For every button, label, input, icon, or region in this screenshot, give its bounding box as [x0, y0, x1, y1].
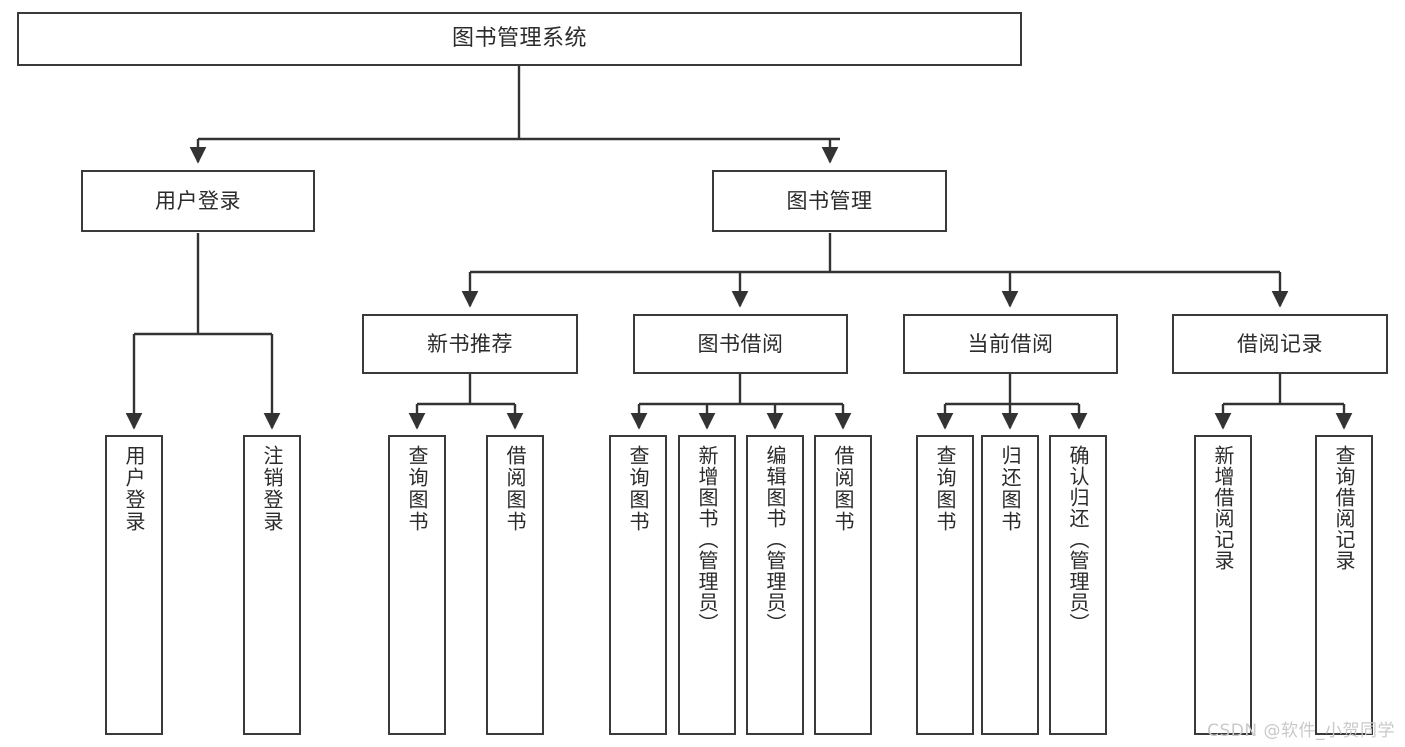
node-label: 查询借阅记录: [1332, 445, 1356, 571]
csdn-watermark: CSDN @软件_小贺同学: [1207, 721, 1395, 741]
node-label: 借阅记录: [1237, 331, 1323, 356]
node-label: 借阅图书: [503, 445, 527, 533]
node-label: 图书管理: [786, 188, 873, 213]
node-book-management[interactable]: 图书管理: [712, 170, 947, 232]
leaf-return-book[interactable]: 归还图书: [981, 435, 1039, 735]
leaf-confirm-return-admin[interactable]: 确认归还（管理员）: [1049, 435, 1107, 735]
leaf-borrow-book-new[interactable]: 借阅图书: [486, 435, 544, 735]
node-label: 注销登录: [260, 445, 284, 533]
node-label: 图书管理系统: [451, 26, 587, 52]
leaf-query-book-current[interactable]: 查询图书: [916, 435, 974, 735]
leaf-user-login[interactable]: 用户登录: [105, 435, 163, 735]
node-label: 用户登录: [122, 445, 146, 533]
leaf-logout[interactable]: 注销登录: [243, 435, 301, 735]
node-current-borrowing[interactable]: 当前借阅: [903, 314, 1118, 374]
node-label: 借阅图书: [831, 445, 855, 533]
node-label: 查询图书: [405, 445, 429, 533]
node-root-system[interactable]: 图书管理系统: [17, 12, 1022, 66]
node-label: 用户登录: [155, 188, 241, 213]
node-label: 图书借阅: [697, 331, 784, 356]
node-label: 新书推荐: [427, 331, 513, 356]
leaf-borrow-book-borrow[interactable]: 借阅图书: [814, 435, 872, 735]
node-borrow-record[interactable]: 借阅记录: [1172, 314, 1388, 374]
node-label: 当前借阅: [967, 331, 1054, 356]
node-label: 查询图书: [626, 445, 650, 533]
node-label: 查询图书: [933, 445, 957, 533]
leaf-add-book-admin[interactable]: 新增图书（管理员）: [678, 435, 736, 735]
leaf-query-book-borrow[interactable]: 查询图书: [609, 435, 667, 735]
leaf-edit-book-admin[interactable]: 编辑图书（管理员）: [746, 435, 804, 735]
node-book-borrowing[interactable]: 图书借阅: [633, 314, 848, 374]
node-label: 归还图书: [998, 445, 1022, 533]
node-label: 新增图书（管理员）: [695, 445, 719, 634]
leaf-query-borrow-record[interactable]: 查询借阅记录: [1315, 435, 1373, 735]
node-label: 确认归还（管理员）: [1066, 445, 1090, 634]
node-label: 新增借阅记录: [1211, 445, 1235, 571]
leaf-add-borrow-record[interactable]: 新增借阅记录: [1194, 435, 1252, 735]
leaf-query-book-new[interactable]: 查询图书: [388, 435, 446, 735]
node-new-book-recommendation[interactable]: 新书推荐: [362, 314, 578, 374]
node-label: 编辑图书（管理员）: [763, 445, 787, 634]
node-user-login[interactable]: 用户登录: [81, 170, 315, 232]
